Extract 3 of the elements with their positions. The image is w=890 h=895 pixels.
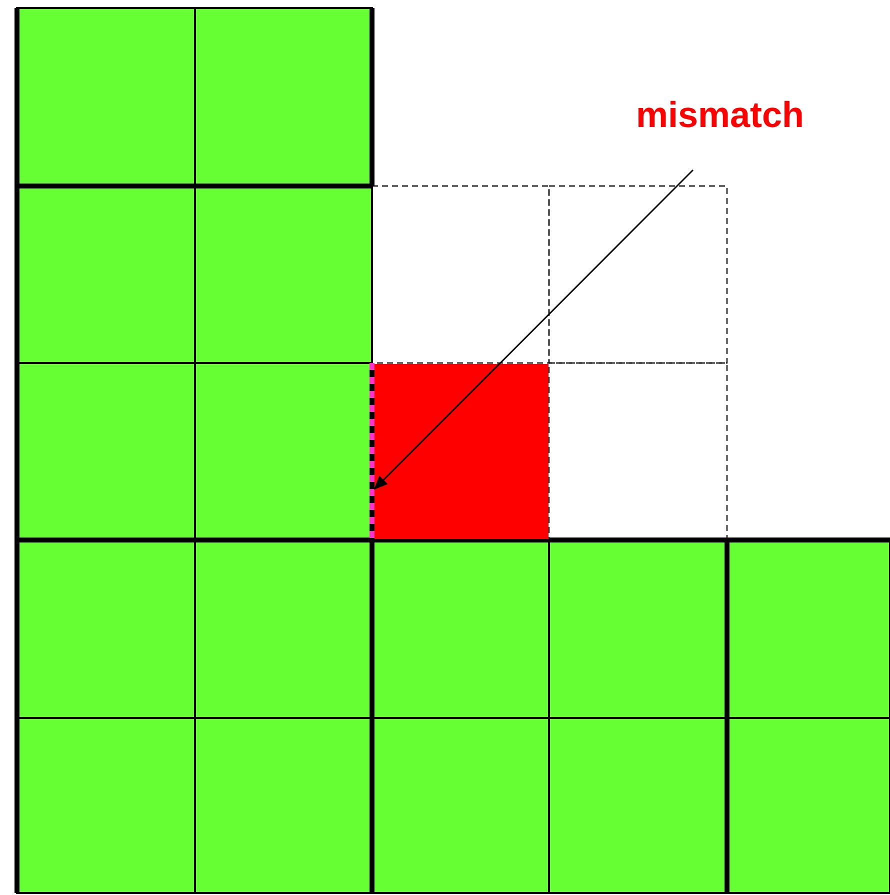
callout-label: mismatch — [600, 95, 840, 141]
leader-line — [374, 169, 694, 490]
mismatched-edge — [370, 363, 374, 540]
